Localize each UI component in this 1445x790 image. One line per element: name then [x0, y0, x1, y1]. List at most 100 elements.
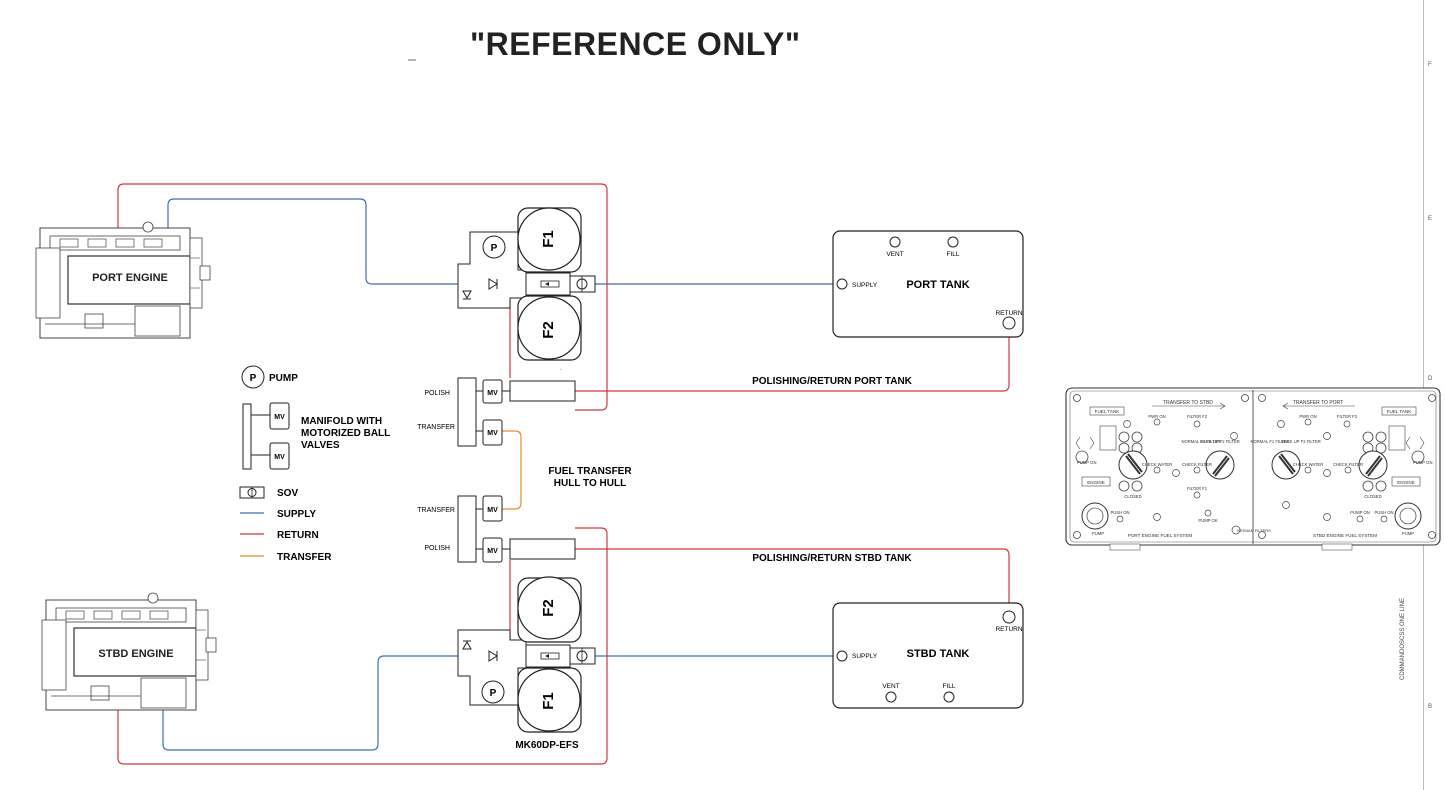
filter-f1-stbd: [517, 668, 581, 732]
panel-engine-label: ENGINE: [1087, 480, 1105, 485]
check-valve-icon: [488, 650, 498, 662]
mv-label: MV: [274, 454, 285, 461]
engine-button[interactable]: [1118, 480, 1130, 492]
panel-engine-label: ENGINE: [1397, 480, 1415, 485]
legend-pump-icon: [241, 365, 265, 389]
polishing-line-stbd: [509, 548, 1010, 640]
fuel-tank-button[interactable]: [1118, 431, 1130, 443]
hull-to-hull-label: HULL TO HULL: [554, 478, 626, 489]
panel-filter-f1-label: FILTER F1: [1187, 486, 1208, 491]
stbd-filter-assembly: P F2 F1 MK60DP-EFS: [457, 576, 596, 751]
stbd-engine-label: STBD ENGINE: [98, 648, 173, 660]
screw-icon: [1323, 432, 1331, 440]
pump-on-button[interactable]: [1411, 450, 1425, 464]
filter-f1-port-label: F1: [540, 230, 557, 248]
fuel-tank-button[interactable]: [1375, 431, 1387, 443]
sheet-zone-mark: D: [1428, 376, 1433, 382]
screw-icon: [1282, 501, 1290, 509]
fuel-transfer-label: FUEL TRANSFER: [548, 466, 632, 477]
motorized-valve-transfer-port: [482, 419, 503, 446]
led-indicator: [1204, 509, 1212, 517]
port-tank: VENT FILL SUPPLY PORT TANK RETURN: [832, 230, 1024, 338]
legend-return-label: RETURN: [277, 530, 319, 541]
panel-normal-f1-label: NORMAL F1 FILTER: [1181, 439, 1220, 444]
panel-pump-on-label: PUMP ON: [1350, 510, 1369, 515]
port-filter-assembly: P F1 F2 .: [457, 207, 596, 372]
brand-logo-icon: [1231, 525, 1241, 535]
legend-manifold-label-1: MANIFOLD WITH: [301, 416, 382, 427]
panel-brand-label: KEENAN FILTERS: [1237, 528, 1271, 533]
led-indicator: [1193, 420, 1201, 428]
stbd-tank: RETURN SUPPLY STBD TANK VENT FILL: [832, 602, 1024, 709]
fuel-tank-button[interactable]: [1362, 431, 1374, 443]
panel-pump-on-label: PUMP ON: [1077, 460, 1096, 465]
return-line-port: [117, 183, 608, 411]
supply-port-icon: [836, 278, 848, 290]
pump-icon: [482, 235, 506, 259]
led-indicator: [1344, 466, 1352, 474]
polish-label: POLISH: [424, 390, 450, 397]
stbd-tank-name: STBD TANK: [907, 648, 970, 660]
panel-filter-f2-label: FILTER F2: [1187, 414, 1208, 419]
led-indicator: [1343, 420, 1351, 428]
transfer-label: TRANSFER: [417, 424, 455, 431]
pump-on-button[interactable]: [1075, 450, 1089, 464]
pump-symbol: P: [491, 243, 498, 254]
legend: P PUMP MV MV MANIFOLD WITH MOTORIZED BAL…: [239, 365, 390, 563]
legend-sov-label: SOV: [277, 488, 298, 499]
engine-button[interactable]: [1375, 480, 1387, 492]
supply-port-icon: [836, 650, 848, 662]
panel-fuel-tank-label: FUEL TANK: [1095, 409, 1121, 414]
legend-supply-label: SUPPLY: [277, 509, 316, 520]
stbd-tank-vent-label: VENT: [882, 683, 899, 690]
sheet-zone-mark: B: [1428, 704, 1433, 710]
pump-symbol: P: [490, 688, 497, 699]
screw-icon: [1323, 469, 1331, 477]
check-valve-icon: [488, 278, 498, 290]
page-title: "REFERENCE ONLY": [470, 26, 801, 62]
fuel-tank-button[interactable]: [1118, 442, 1130, 454]
vent-port-icon: [889, 236, 901, 248]
fill-port-icon: [947, 236, 959, 248]
screw-icon: [1323, 513, 1331, 521]
fill-port-icon: [943, 691, 955, 703]
filter-f1-stbd-label: F1: [540, 692, 557, 710]
polishing-line-port: [509, 300, 1010, 392]
panel-backup-f2-label: BACK UP F2 FILTER: [1281, 439, 1321, 444]
panel-push-on-label: PUSH ON: [1374, 510, 1393, 515]
panel-left-header: TRANSFER TO STBD: [1163, 400, 1213, 406]
port-tank-return-label: RETURN: [995, 310, 1022, 317]
legend-transfer-label: TRANSFER: [277, 552, 332, 563]
engine-button[interactable]: [1131, 480, 1143, 492]
panel-pump-ok-label: PUMP OK: [1198, 518, 1217, 523]
control-panel: TRANSFER TO STBD FUEL TANK PWR ON FILTER…: [1065, 387, 1441, 551]
return-port-icon: [1002, 316, 1016, 330]
stbd-tank-return-label: RETURN: [995, 626, 1022, 633]
filter-f1-port: [517, 207, 581, 271]
screw-icon: [1123, 420, 1131, 428]
stbd-tank-fill-label: FILL: [942, 683, 955, 690]
screw-icon: [1230, 432, 1238, 440]
led-indicator: [1380, 515, 1388, 523]
sheet-zone-mark: E: [1428, 216, 1433, 222]
model-label: MK60DP-EFS: [515, 740, 579, 751]
led-indicator: [1193, 491, 1201, 499]
panel-pwr-on-label: PWR ON: [1299, 414, 1316, 419]
pump-icon: [481, 680, 505, 704]
sheet-zone-mark: F: [1428, 62, 1432, 68]
screw-icon: [1172, 469, 1180, 477]
filter-f2-stbd: [517, 576, 581, 640]
engine-button[interactable]: [1362, 480, 1374, 492]
mv-label: MV: [487, 507, 498, 514]
transfer-label: TRANSFER: [417, 507, 455, 514]
fuel-tank-button[interactable]: [1131, 431, 1143, 443]
led-indicator: [1193, 466, 1201, 474]
panel-check-filter-label: CHECK FILTER: [1182, 462, 1212, 467]
panel-backup-f2-label: BACK UP F2 FILTER: [1200, 439, 1240, 444]
transfer-line: [502, 430, 522, 510]
legend-manifold-label-3: VALVES: [301, 440, 340, 451]
panel-push-on-label: PUSH ON: [1110, 510, 1129, 515]
led-indicator: [1304, 466, 1312, 474]
screw-icon: [1277, 420, 1285, 428]
